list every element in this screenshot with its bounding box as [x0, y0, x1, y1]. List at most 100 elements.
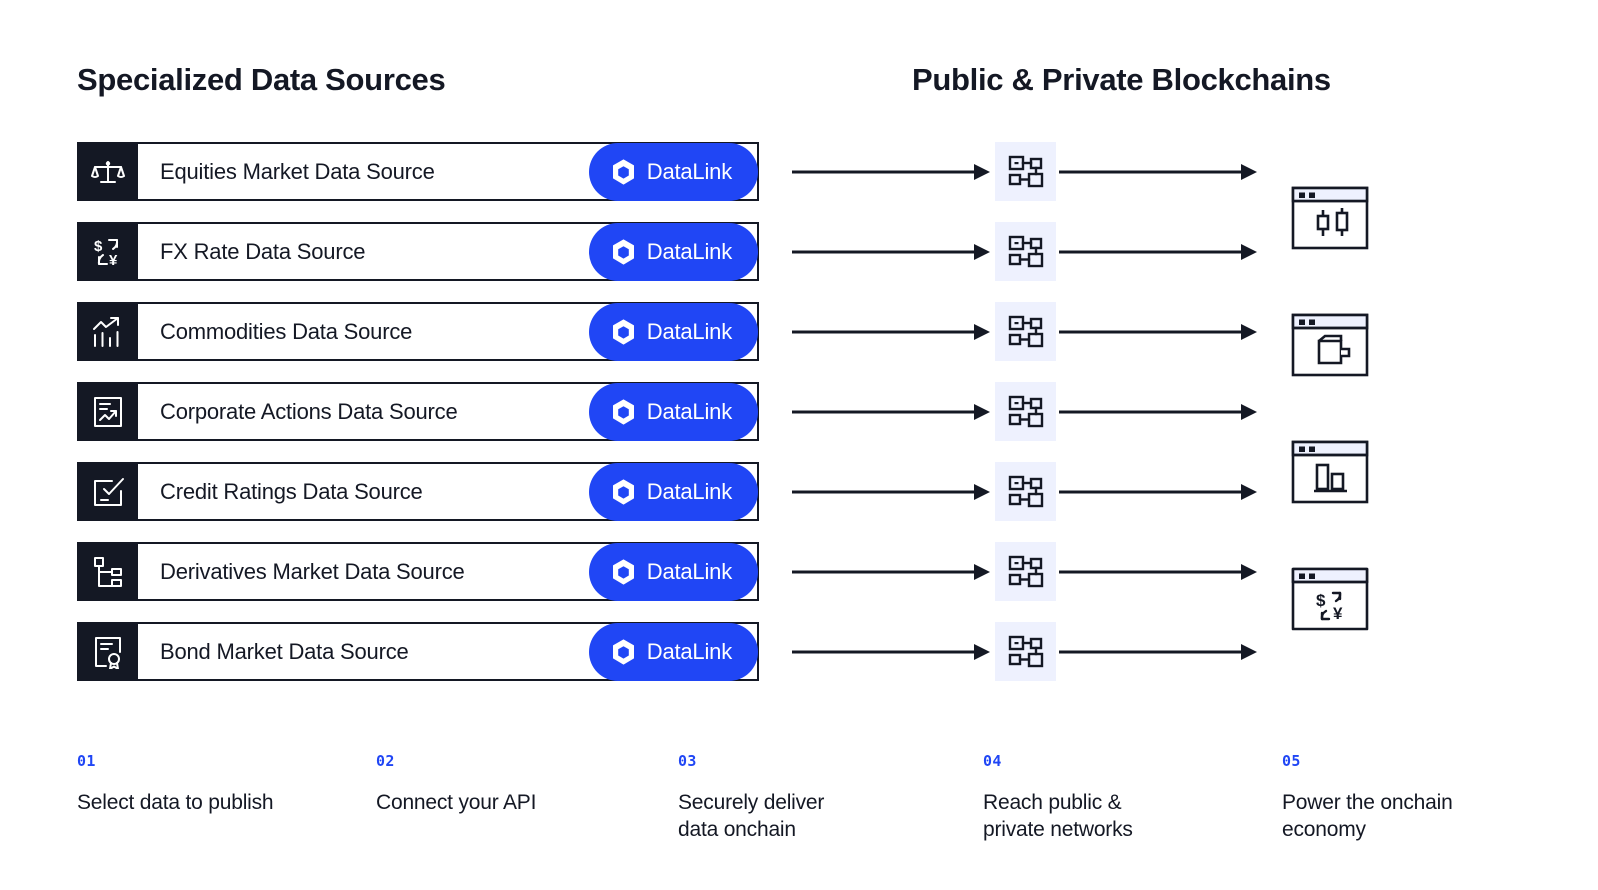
- flow-arrow-right-icon: [1059, 162, 1259, 182]
- data-source-card[interactable]: Credit Ratings Data Source DataLink: [138, 462, 759, 521]
- wallet-window-icon[interactable]: [1291, 313, 1369, 377]
- data-source-row[interactable]: Credit Ratings Data Source DataLink: [77, 462, 759, 521]
- flow-arrow-right-icon: [1059, 562, 1259, 582]
- datalink-hexagon-icon: [611, 398, 636, 426]
- datalink-label: DataLink: [646, 478, 732, 504]
- datalink-badge[interactable]: DataLink: [588, 542, 758, 601]
- datalink-hexagon-icon: [611, 478, 636, 506]
- blockchain-network-icon[interactable]: [995, 382, 1056, 441]
- step-label: Securely deliver data onchain: [678, 791, 825, 841]
- datalink-label: DataLink: [646, 398, 732, 424]
- scales-balance-icon: [77, 142, 138, 201]
- blockchain-network-icon[interactable]: [995, 142, 1056, 201]
- datalink-badge[interactable]: DataLink: [588, 302, 758, 361]
- flow-arrow-right-icon: [1059, 322, 1259, 342]
- hierarchy-tree-icon: [77, 542, 138, 601]
- svg-text:¥: ¥: [1333, 604, 1343, 623]
- datalink-hexagon-icon: [611, 238, 636, 266]
- flow-arrow-left-icon: [792, 562, 992, 582]
- data-source-label: Derivatives Market Data Source: [160, 558, 465, 584]
- candlestick-chart-window-icon[interactable]: [1291, 186, 1369, 250]
- flow-arrow-left-icon: [792, 642, 992, 662]
- step-label: Power the onchain economy: [1282, 791, 1453, 841]
- step-item: 01 Select data to publish: [77, 752, 274, 816]
- step-label: Connect your API: [376, 791, 537, 814]
- blockchain-network-icon[interactable]: [995, 222, 1056, 281]
- certificate-seal-icon: [77, 622, 138, 681]
- svg-text:$: $: [1316, 591, 1326, 610]
- data-source-row[interactable]: $ ¥ FX Rate Data Source DataLink: [77, 222, 759, 281]
- bar-chart-window-icon[interactable]: [1291, 440, 1369, 504]
- data-source-card[interactable]: FX Rate Data Source DataLink: [138, 222, 759, 281]
- data-source-label: Corporate Actions Data Source: [160, 398, 458, 424]
- flow-arrow-left-icon: [792, 322, 992, 342]
- network-row: [792, 382, 1259, 441]
- step-item: 02 Connect your API: [376, 752, 536, 816]
- step-label: Reach public & private networks: [983, 791, 1133, 841]
- flow-arrow-left-icon: [792, 482, 992, 502]
- data-source-label: Bond Market Data Source: [160, 638, 409, 664]
- blockchain-network-icon[interactable]: [995, 542, 1056, 601]
- network-row: [792, 462, 1259, 521]
- datalink-badge[interactable]: DataLink: [588, 142, 758, 201]
- blockchain-network-icon[interactable]: [995, 622, 1056, 681]
- datalink-hexagon-icon: [611, 558, 636, 586]
- step-item: 03 Securely deliver data onchain: [678, 752, 824, 843]
- flow-arrow-left-icon: [792, 402, 992, 422]
- data-source-card[interactable]: Equities Market Data Source DataLink: [138, 142, 759, 201]
- datalink-badge[interactable]: DataLink: [588, 622, 758, 681]
- checkbox-rating-icon: [77, 462, 138, 521]
- blockchain-network-icon[interactable]: [995, 462, 1056, 521]
- currency-exchange-icon: $ ¥: [77, 222, 138, 281]
- datalink-badge[interactable]: DataLink: [588, 462, 758, 521]
- data-source-label: FX Rate Data Source: [160, 238, 366, 264]
- blockchain-network-icon[interactable]: [995, 302, 1056, 361]
- svg-text:¥: ¥: [109, 252, 118, 269]
- step-item: 04 Reach public & private networks: [983, 752, 1133, 843]
- data-source-card[interactable]: Bond Market Data Source DataLink: [138, 622, 759, 681]
- data-source-card[interactable]: Corporate Actions Data Source DataLink: [138, 382, 759, 441]
- flow-arrow-right-icon: [1059, 482, 1259, 502]
- data-source-card[interactable]: Derivatives Market Data Source DataLink: [138, 542, 759, 601]
- data-source-row[interactable]: Commodities Data Source DataLink: [77, 302, 759, 361]
- data-source-card[interactable]: Commodities Data Source DataLink: [138, 302, 759, 361]
- network-row: [792, 222, 1259, 281]
- datalink-label: DataLink: [646, 238, 732, 264]
- datalink-badge[interactable]: DataLink: [588, 222, 758, 281]
- flow-arrow-right-icon: [1059, 642, 1259, 662]
- network-row: [792, 302, 1259, 361]
- data-source-label: Credit Ratings Data Source: [160, 478, 423, 504]
- step-number: 05: [1282, 752, 1301, 770]
- data-source-label: Equities Market Data Source: [160, 158, 435, 184]
- step-number: 02: [376, 752, 395, 770]
- currency-exchange-window-icon[interactable]: $ ¥: [1291, 567, 1369, 631]
- data-source-row[interactable]: Corporate Actions Data Source DataLink: [77, 382, 759, 441]
- network-row: [792, 142, 1259, 201]
- step-label: Select data to publish: [77, 791, 274, 814]
- step-number: 01: [77, 752, 96, 770]
- bar-chart-trend-icon: [77, 302, 138, 361]
- datalink-label: DataLink: [646, 318, 732, 344]
- document-chart-icon: [77, 382, 138, 441]
- datalink-label: DataLink: [646, 158, 732, 184]
- network-row: [792, 542, 1259, 601]
- svg-text:$: $: [94, 238, 103, 255]
- datalink-badge[interactable]: DataLink: [588, 382, 758, 441]
- step-number: 04: [983, 752, 1002, 770]
- data-source-row[interactable]: Bond Market Data Source DataLink: [77, 622, 759, 681]
- network-column: [792, 142, 1259, 681]
- datalink-hexagon-icon: [611, 158, 636, 186]
- data-source-row[interactable]: Derivatives Market Data Source DataLink: [77, 542, 759, 601]
- datalink-label: DataLink: [646, 638, 732, 664]
- datalink-hexagon-icon: [611, 638, 636, 666]
- step-item: 05 Power the onchain economy: [1282, 752, 1453, 843]
- data-source-row[interactable]: Equities Market Data Source DataLink: [77, 142, 759, 201]
- data-source-label: Commodities Data Source: [160, 318, 413, 344]
- flow-arrow-left-icon: [792, 242, 992, 262]
- data-source-list: Equities Market Data Source DataLink $ ¥…: [77, 142, 759, 681]
- network-row: [792, 622, 1259, 681]
- page-title-left: Specialized Data Sources: [77, 62, 446, 97]
- page-title-right: Public & Private Blockchains: [912, 62, 1331, 97]
- flow-arrow-right-icon: [1059, 402, 1259, 422]
